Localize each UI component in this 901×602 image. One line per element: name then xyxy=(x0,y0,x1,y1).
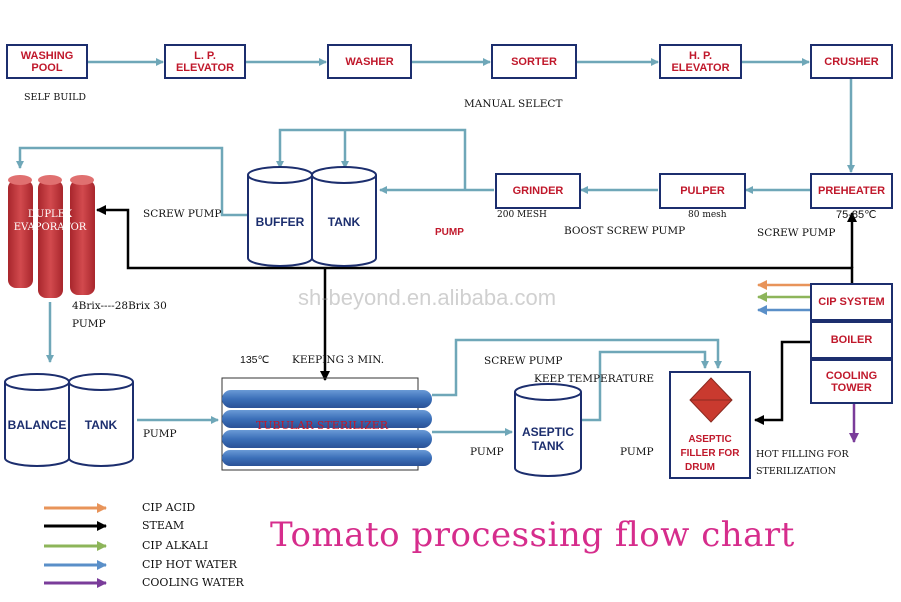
preheater-box: PREHEATER xyxy=(810,173,893,209)
cooling-tower-box: COOLING TOWER xyxy=(810,359,893,404)
keeping-label: KEEPING 3 MIN. xyxy=(292,354,385,366)
watermark: sh-beyond.en.alibaba.com xyxy=(298,285,557,310)
manual-select-label: MANUAL SELECT xyxy=(464,98,563,110)
screw-pump-label-1: SCREW PUMP xyxy=(143,208,222,220)
buffer-tank: BUFFER TANK xyxy=(247,166,377,267)
duplex-label-1: DUPLEX xyxy=(28,209,73,220)
duplex-label-2: EVAPORATOR xyxy=(14,222,87,233)
legend-steam: STEAM xyxy=(142,519,185,532)
pump-label-2: PUMP xyxy=(143,428,177,440)
hot-filling-label-2: STERILIZATION xyxy=(756,466,836,477)
balance-tank: BALANCE TANK xyxy=(4,373,134,467)
mesh-200-label: 200 MESH xyxy=(497,210,547,220)
self-build-label: SELF BUILD xyxy=(24,92,87,103)
legend-cip-hot-water: CIP HOT WATER xyxy=(142,558,237,571)
legend-arrows xyxy=(44,503,107,588)
filler-label-2: FILLER FOR xyxy=(681,448,741,459)
screw-pump-label-2: SCREW PUMP xyxy=(757,227,836,239)
aseptic-tank: ASEPTIC TANK xyxy=(514,383,582,477)
buffer-tank-label: TANK xyxy=(328,215,361,229)
legend-cip-acid: CIP ACID xyxy=(142,501,196,514)
brix-label: 4Brix----28Brix 30 xyxy=(72,300,167,312)
boost-screw-pump-label: BOOST SCREW PUMP xyxy=(564,225,686,237)
duplex-evaporator: DUPLEX EVAPORATOR xyxy=(8,175,95,298)
hot-filling-label-1: HOT FILLING FOR xyxy=(756,449,849,460)
washing-pool-box: WASHING POOL xyxy=(6,44,88,79)
lp-elevator-box: L. P. ELEVATOR xyxy=(164,44,246,79)
chart-title: Tomato processing flow chart xyxy=(270,515,795,555)
boiler-box: BOILER xyxy=(810,321,893,359)
tubular-sterilizer: TUBULAR STERILIZER xyxy=(221,377,432,471)
screw-pump-label-3: SCREW PUMP xyxy=(484,355,563,367)
washer-box: WASHER xyxy=(327,44,412,79)
sorter-box: SORTER xyxy=(491,44,577,79)
pump-label-3: PUMP xyxy=(470,446,504,458)
mesh-80-label: 80 mesh xyxy=(688,210,727,220)
pump-label-1: PUMP xyxy=(72,318,106,330)
filler-label-1: ASEPTIC xyxy=(688,434,731,445)
cip-input-lines xyxy=(757,280,859,443)
hp-elevator-box: H. P. ELEVATOR xyxy=(659,44,742,79)
legend-cooling-water: COOLING WATER xyxy=(142,576,244,589)
keep-temperature-label: KEEP TEMPERATURE xyxy=(534,373,655,385)
sterilizer-label: TUBULAR STERILIZER xyxy=(256,419,389,432)
cooling-tower-label-1: COOLING xyxy=(825,369,878,382)
aseptic-tank-label-1: ASEPTIC xyxy=(522,425,574,439)
crusher-box: CRUSHER xyxy=(810,44,893,79)
filler-label-3: DRUM xyxy=(685,462,715,473)
cooling-tower-label-2: TOWER xyxy=(831,381,872,394)
balance-tank-label: TANK xyxy=(85,418,118,432)
temp-75-85-label: 75-85℃ xyxy=(836,209,877,221)
balance-label: BALANCE xyxy=(8,418,67,432)
temp-135-label: 135℃ xyxy=(240,354,270,366)
pump-red-label: PUMP xyxy=(435,227,464,238)
aseptic-filler: ASEPTIC FILLER FOR DRUM xyxy=(669,371,751,479)
top-row-flow-arrows xyxy=(16,58,855,436)
pump-label-4: PUMP xyxy=(620,446,654,458)
aseptic-tank-label-2: TANK xyxy=(532,439,565,453)
pulper-box: PULPER xyxy=(659,173,746,209)
cip-system-box: CIP SYSTEM xyxy=(810,283,893,321)
buffer-label: BUFFER xyxy=(256,215,305,229)
grinder-box: GRINDER xyxy=(495,173,581,209)
legend-cip-alkali: CIP ALKALI xyxy=(142,539,209,552)
